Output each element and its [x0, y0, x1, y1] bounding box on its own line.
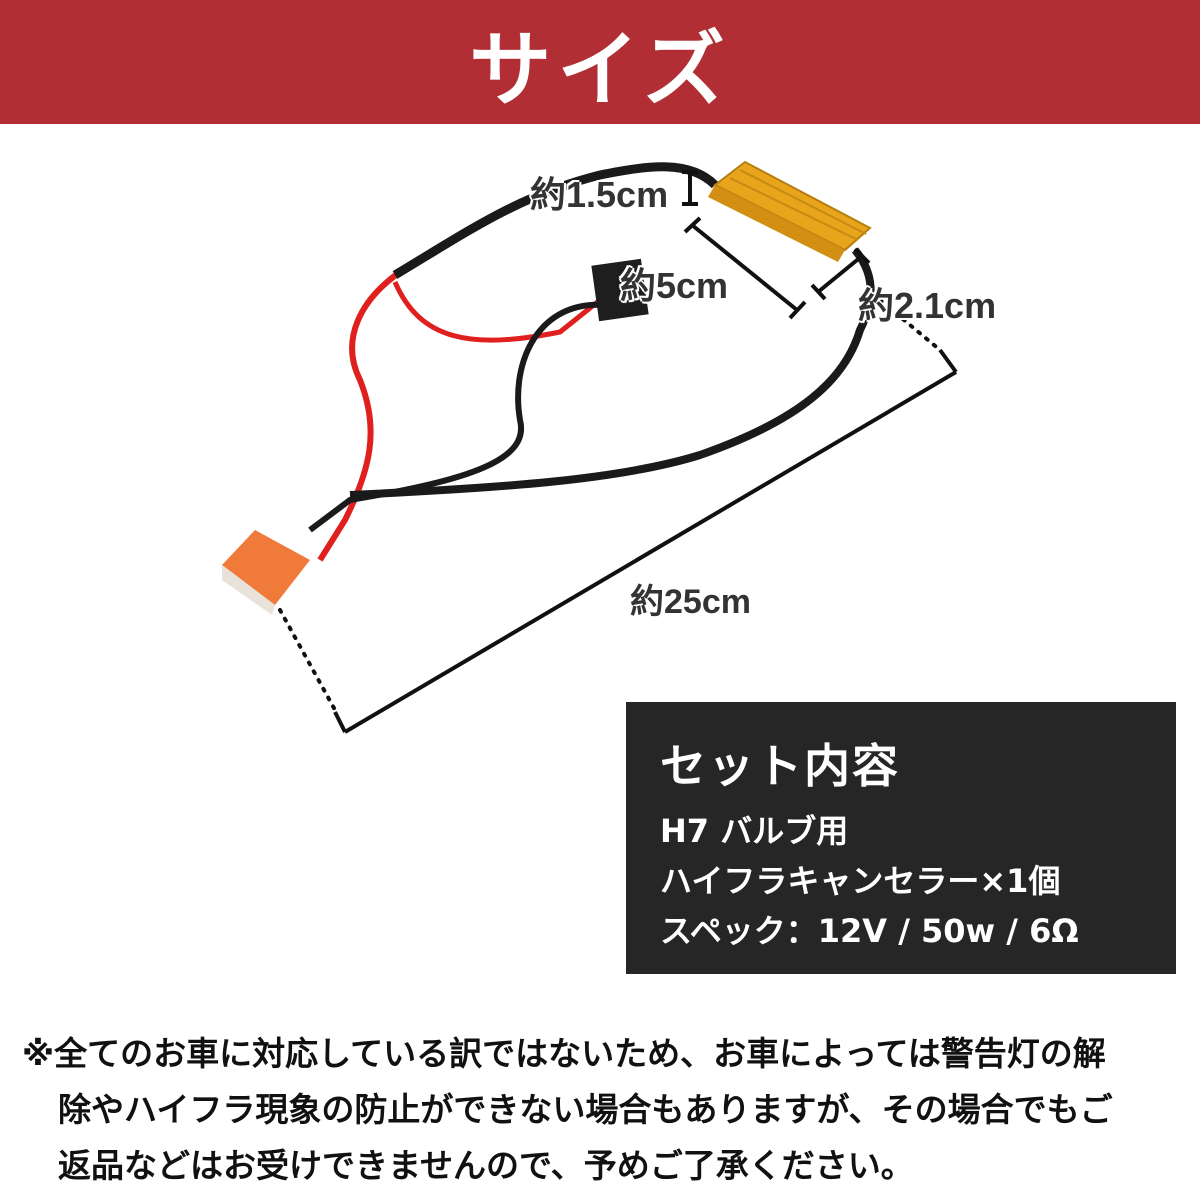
- notice-line-1: ※全てのお車に対応している訳ではないため、お車によっては警告灯の解: [22, 1034, 1106, 1073]
- red-wire: [317, 269, 402, 562]
- product-diagram: 約1.5cm 約5cm 約2.1cm 約25cm: [0, 124, 1200, 824]
- black-connector: [591, 258, 649, 322]
- page-title: サイズ: [469, 22, 731, 118]
- dimension-lines: [333, 170, 958, 734]
- notice-line-3: 返品などはお受けできませんので、予めご了承ください。: [58, 1146, 914, 1185]
- spec-line-spec: スペック：12V / 50w / 6Ω: [660, 912, 1079, 950]
- dimension-label-width: 約2.1cm: [858, 285, 997, 326]
- disclaimer-notice: ※全てのお車に対応している訳ではないため、お車によっては警告灯の解 除やハイフラ…: [22, 1026, 1192, 1194]
- dimension-label-harness: 約25cm: [630, 583, 751, 621]
- header-banner: サイズ: [0, 0, 1200, 124]
- resistor-block: [708, 160, 872, 262]
- h7-connector: [222, 530, 310, 615]
- set-contents-title: セット内容: [660, 739, 900, 793]
- spec-line-bulb: H7 バルブ用: [660, 812, 849, 850]
- spec-line-quantity: ハイフラキャンセラー×1個: [660, 862, 1061, 900]
- harness-illustration: [222, 160, 958, 734]
- black-wire-top: [392, 162, 719, 279]
- notice-line-2: 除やハイフラ現象の防止ができない場合もありますが、その場合でもご: [58, 1090, 1113, 1129]
- set-contents-box: セット内容 H7 バルブ用 ハイフラキャンセラー×1個 スペック：12V / 5…: [626, 702, 1176, 974]
- dimension-label-height: 約1.5cm: [530, 174, 669, 215]
- black-wire-middle: [308, 301, 606, 533]
- dimension-label-length: 約5cm: [620, 265, 729, 306]
- black-wire-bottom: [349, 247, 875, 499]
